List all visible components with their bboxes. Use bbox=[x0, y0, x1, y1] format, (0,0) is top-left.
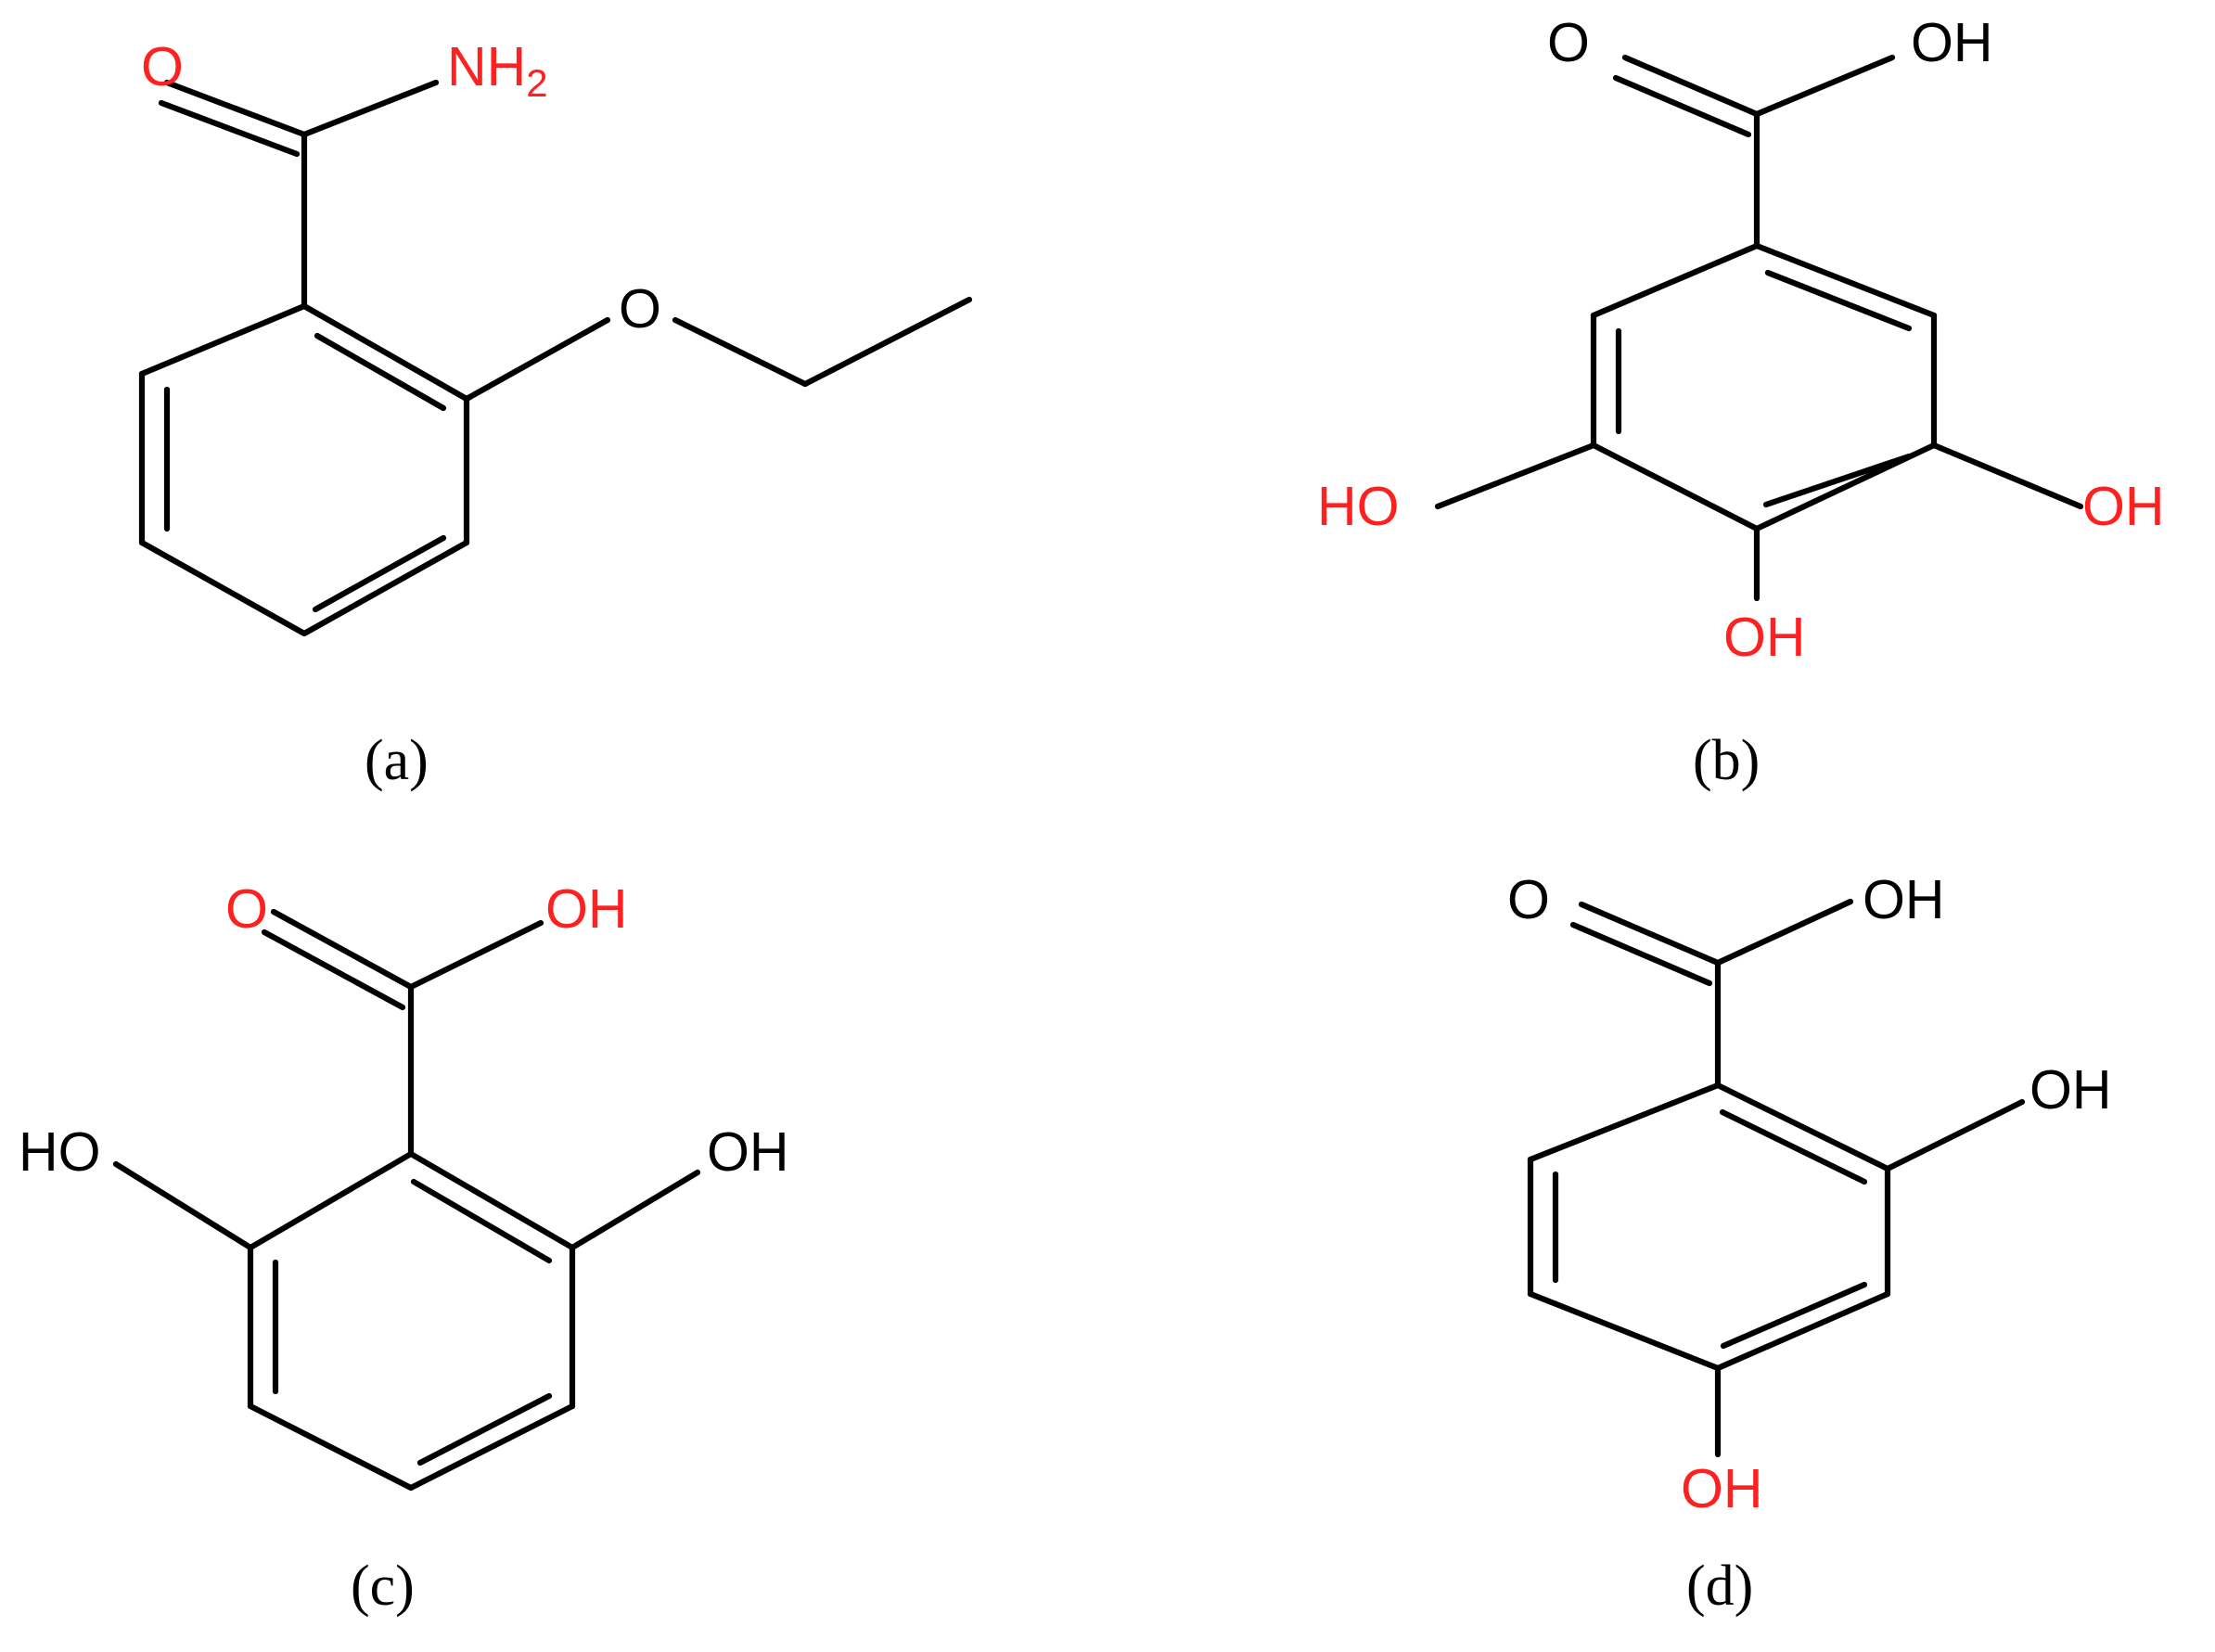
structure-d-acid-hydroxyl: OH bbox=[1863, 869, 1945, 930]
structure-b-bonds bbox=[1434, 54, 2084, 602]
structure-c-carbonyl-oxygen: O bbox=[225, 878, 268, 940]
structure-b-carbonyl-oxygen: O bbox=[1547, 12, 1590, 73]
structure-a-amine-group: NH2 bbox=[447, 36, 548, 105]
structure-a-carbonyl-oxygen: O bbox=[141, 36, 184, 97]
structure-b-acid-hydroxyl: OH bbox=[1911, 12, 1993, 73]
structure-a-ether-oxygen: O bbox=[619, 278, 661, 339]
caption-c: (c) bbox=[351, 1555, 415, 1618]
structure-d-hydroxyl-ortho: OH bbox=[2029, 1059, 2112, 1121]
structure-b: O OH HO OH OH (b) bbox=[1317, 12, 2165, 792]
structure-b-hydroxyl-right: OH bbox=[2082, 476, 2165, 537]
structure-d-bonds bbox=[1527, 898, 2026, 1458]
structure-a-bonds bbox=[138, 79, 973, 637]
caption-a: (a) bbox=[365, 729, 429, 792]
structure-c-hydroxyl-left: HO bbox=[19, 1121, 101, 1183]
structure-d-hydroxyl-para: OH bbox=[1681, 1458, 1763, 1519]
structure-b-hydroxyl-bottom: OH bbox=[1723, 607, 1806, 668]
structure-a-amine-subscript: 2 bbox=[526, 61, 547, 105]
structure-d: O OH OH OH (d) bbox=[1507, 869, 2112, 1618]
structure-c: O OH HO OH (c) bbox=[19, 878, 789, 1618]
structure-b-hydroxyl-left: HO bbox=[1317, 476, 1400, 537]
structure-a: O NH2 O (a) bbox=[138, 36, 973, 792]
caption-b: (b) bbox=[1693, 729, 1760, 792]
structure-c-bonds bbox=[112, 908, 701, 1492]
structure-a-amine-label: NH bbox=[447, 36, 526, 97]
structure-d-carbonyl-oxygen: O bbox=[1507, 869, 1550, 930]
structure-c-hydroxyl-right: OH bbox=[707, 1121, 789, 1183]
structure-c-acid-hydroxyl: OH bbox=[545, 878, 628, 940]
caption-d: (d) bbox=[1686, 1555, 1753, 1618]
